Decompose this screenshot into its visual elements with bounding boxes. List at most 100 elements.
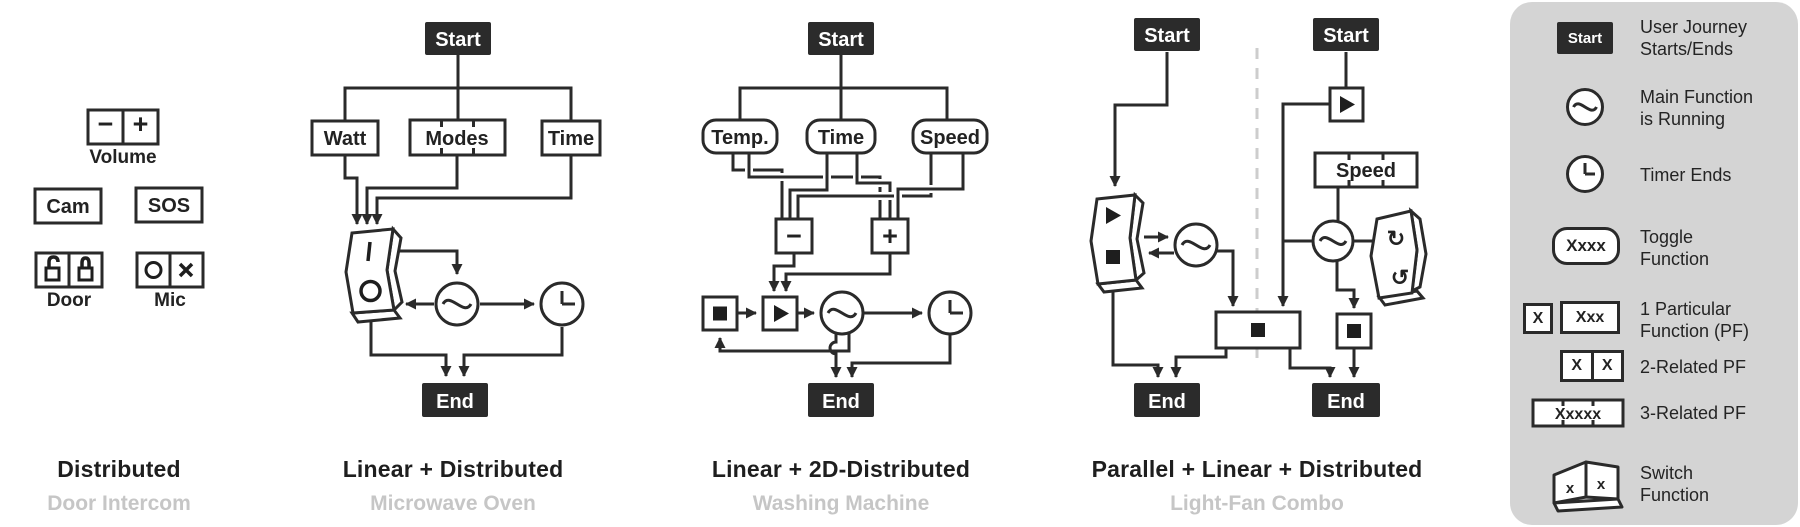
legend-label-timer: Timer Ends — [1640, 164, 1731, 186]
door-lock-icon — [77, 256, 94, 282]
watt-label: Watt — [324, 128, 367, 150]
fan-end-box: End — [1312, 383, 1380, 417]
legend-1pf-small-icon: X — [1523, 303, 1553, 334]
legend-3pf-symbol: Xxxxx — [1555, 406, 1601, 423]
fan-play-box — [1328, 86, 1365, 123]
section-subtitle-door-intercom: Door Intercom — [47, 492, 191, 515]
legend-label-line: is Running — [1640, 109, 1726, 129]
legend-label-line: Switch — [1640, 463, 1694, 483]
section-title-2d-distributed: Linear + 2D-Distributed — [711, 456, 971, 482]
stop-icon — [713, 306, 727, 321]
sos-label: SOS — [148, 195, 190, 217]
legend-label-line: Main Function — [1640, 87, 1754, 107]
section-title-parallel: Parallel + Linear + Distributed — [1091, 456, 1423, 482]
rotate-cw-icon: ↻ — [1387, 226, 1405, 251]
legend-label-line: Toggle — [1640, 227, 1694, 247]
legend-label-start-end: User Journey Starts/Ends — [1640, 16, 1747, 60]
section-washing-machine: Start Temp. Time Speed − + — [701, 22, 989, 417]
legend-1pf-icon: Xxx — [1560, 301, 1620, 334]
legend-switch-icon: x x — [1544, 457, 1628, 518]
fan-stop-icon — [1347, 324, 1361, 338]
legend-label-3pf: 3-Related PF — [1640, 402, 1746, 424]
door-unlock-icon — [44, 255, 61, 282]
legend-panel: Start User Journey Starts/Ends Main Func… — [1510, 2, 1798, 525]
legend-label-1pf: 1 Particular Function (PF) — [1640, 298, 1749, 342]
legend-label-line: Starts/Ends — [1640, 39, 1734, 59]
time-label: Time — [548, 128, 594, 150]
legend-label-switch: Switch Function — [1640, 462, 1709, 506]
fan-play-icon — [1340, 96, 1355, 113]
washing-time-toggle-box: Time — [805, 118, 877, 155]
legend-label-toggle: Toggle Function — [1640, 226, 1709, 270]
legend-label-line: Function (PF) — [1640, 321, 1750, 341]
light-main-function-icon — [1173, 222, 1219, 268]
legend-label-line: Function — [1640, 485, 1710, 505]
modes-label: Modes — [425, 128, 488, 150]
fan-end-label: End — [1327, 391, 1365, 413]
volume-plus-label: + — [133, 109, 149, 139]
section-subtitle-washing-machine: Washing Machine — [752, 492, 930, 515]
washing-end-label: End — [822, 391, 860, 413]
section-subtitle-light-fan: Light-Fan Combo — [1170, 492, 1344, 515]
door-toggle-box — [34, 251, 104, 289]
temp-label: Temp. — [711, 127, 768, 149]
shared-stop-box — [1214, 310, 1302, 350]
power-off-icon — [359, 279, 382, 303]
play-icon — [774, 305, 789, 322]
cam-box: Cam — [33, 187, 103, 225]
modes-3pf-ticks — [440, 120, 475, 155]
mic-toggle-box — [135, 251, 205, 289]
timer-icon — [539, 281, 585, 327]
section-microwave: Start Watt Modes Time — [310, 22, 602, 417]
minus-box: − — [774, 217, 814, 255]
volume-label: Volume — [89, 147, 156, 168]
microwave-connectors — [343, 55, 573, 377]
fan-speed-label: Speed — [1336, 160, 1396, 182]
mic-label: Mic — [154, 290, 186, 311]
washing-connectors — [714, 55, 967, 378]
washing-start-box: Start — [808, 22, 874, 55]
legend-toggle-icon: Xxxx — [1552, 227, 1620, 265]
washing-speed-label: Speed — [920, 127, 980, 149]
microwave-end-label: End — [436, 391, 474, 413]
cam-label: Cam — [46, 196, 89, 218]
washing-timer-icon — [927, 290, 973, 336]
legend-label-line: 2-Related PF — [1640, 357, 1747, 377]
washing-speed-toggle-box: Speed — [911, 118, 989, 155]
fan-start-box: Start — [1313, 18, 1379, 51]
legend-label-line: 3-Related PF — [1640, 403, 1747, 423]
legend-3pf-icon: Xxxxx — [1531, 398, 1625, 433]
fan-stop-box — [1335, 312, 1373, 350]
main-function-icon — [434, 281, 480, 327]
section-title-linear-distributed: Linear + Distributed — [342, 456, 564, 482]
fan-speed-box: Speed — [1313, 151, 1419, 189]
section-light-fan: Start Start — [1089, 18, 1428, 417]
legend-switch-x-left: x — [1566, 480, 1575, 497]
rotate-ccw-icon: ↺ — [1391, 265, 1409, 290]
legend-label-line: 1 Particular — [1640, 299, 1732, 319]
light-stop-icon — [1106, 250, 1120, 264]
plus-label: + — [882, 221, 898, 251]
section-subtitle-microwave: Microwave Oven — [370, 492, 536, 515]
legend-label-main-function: Main Function is Running — [1640, 86, 1753, 130]
legend-start-end-icon: Start — [1557, 22, 1613, 54]
watt-box: Watt — [310, 119, 380, 157]
light-end-box: End — [1134, 383, 1200, 417]
fan-speed-3pf-ticks — [1347, 153, 1385, 187]
light-start-label: Start — [1144, 25, 1190, 47]
volume-toggle-box: − + — [86, 108, 160, 146]
shared-stop-icon — [1251, 323, 1265, 337]
legend-label-line: Function — [1640, 249, 1710, 269]
door-label: Door — [47, 290, 92, 311]
light-start-box: Start — [1134, 18, 1200, 51]
microwave-start-box: Start — [425, 22, 491, 55]
power-on-icon — [366, 241, 372, 262]
washing-start-label: Start — [818, 29, 864, 51]
temp-toggle-box: Temp. — [701, 118, 779, 155]
section-door-intercom: − + Volume Cam SOS — [33, 108, 205, 311]
legend-label-line: User Journey — [1640, 17, 1748, 37]
modes-box: Modes — [408, 118, 507, 157]
volume-minus-label: − — [98, 109, 114, 139]
